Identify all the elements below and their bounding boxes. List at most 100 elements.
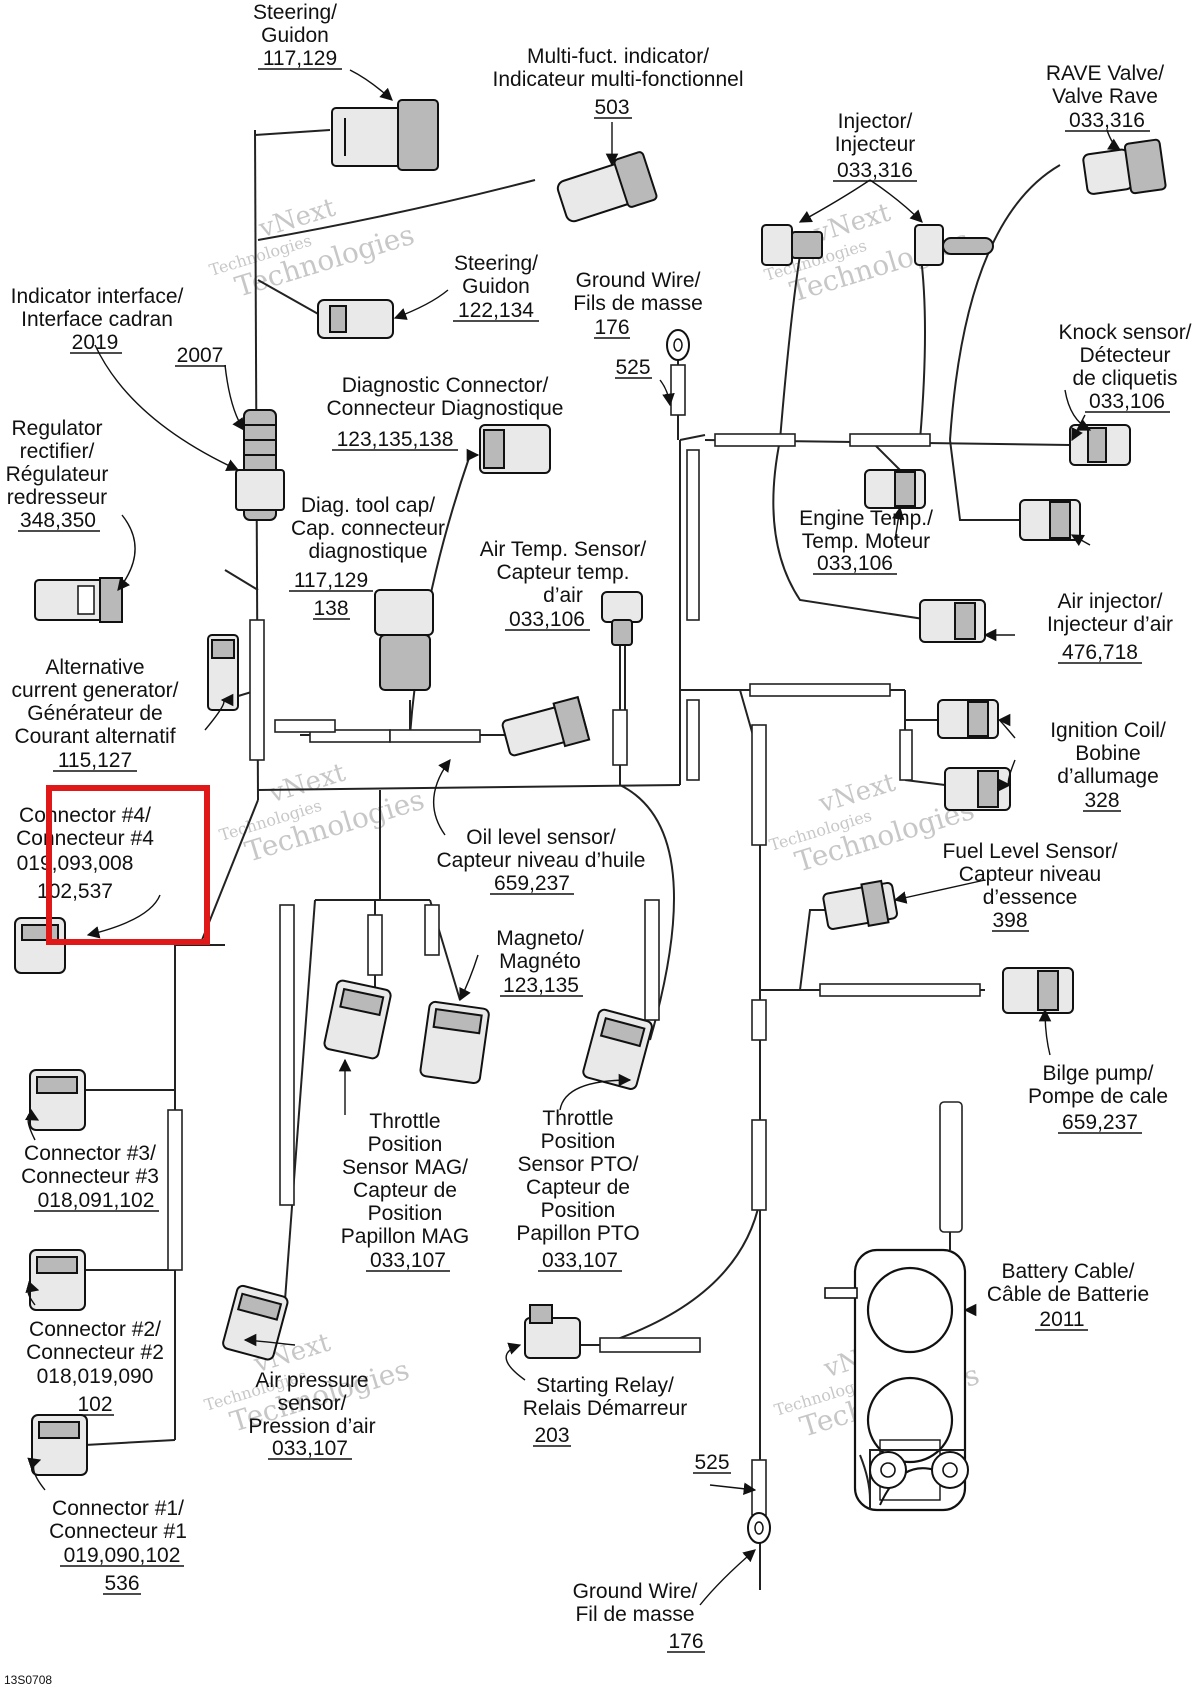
steering-top-line2: Guidon [261, 24, 329, 47]
callout-multi-indicator: Multi-fuct. indicator/ Indicateur multi-… [493, 45, 744, 119]
tps-pto-line3: Sensor PTO/ [518, 1153, 639, 1176]
indicator-interface-line1: Indicator interface/ [11, 285, 184, 308]
air-injector-connector [919, 599, 986, 643]
bilge-pump-connector [1002, 967, 1074, 1014]
steering-top-connector [331, 99, 439, 171]
tps-mag-line3: Sensor MAG/ [342, 1156, 468, 1179]
injector-ref: 033,316 [837, 159, 913, 182]
tps-pto-line6: Papillon PTO [516, 1222, 639, 1245]
callout-indicator-interface: Indicator interface/ Interface cadran 20… [11, 285, 184, 354]
callout-regulator: Regulator rectifier/ Régulateur redresse… [6, 417, 109, 532]
steering-mid-ref: 122,134 [458, 299, 534, 322]
diagnostic-connector-line2: Connecteur Diagnostique [327, 397, 564, 420]
bilge-pump-line2: Pompe de cale [1028, 1085, 1168, 1108]
callout-tps-mag: Throttle Position Sensor MAG/ Capteur de… [341, 1110, 469, 1272]
callout-connector1: Connector #1/ Connecteur #1 019,090,102 … [49, 1497, 187, 1595]
ground-525-bottom-ref: 525 [694, 1451, 729, 1474]
magneto-connector [419, 1000, 490, 1085]
air-temp-line2: Capteur temp. [496, 561, 629, 584]
air-pressure-line1: Air pressure [255, 1369, 368, 1392]
engine-temp-sensor-2 [1019, 499, 1081, 541]
tps-mag-line2: Position [368, 1133, 443, 1156]
callout-tps-pto: Throttle Position Sensor PTO/ Capteur de… [516, 1107, 639, 1272]
tps-pto-line4: Capteur de [526, 1176, 630, 1199]
callout-engine-temp: Engine Temp./ Temp. Moteur 033,106 [799, 507, 933, 575]
connector4-line1: Connector #4/ [19, 804, 151, 827]
diagnostic-connector-line1: Diagnostic Connector/ [342, 374, 549, 397]
tps-mag-line4: Capteur de [353, 1179, 457, 1202]
tps-mag-line1: Throttle [369, 1110, 440, 1133]
steering-top-ref: 117,129 [263, 47, 337, 70]
engine-temp-ref: 033,106 [817, 552, 893, 575]
callout-oil-level: Oil level sensor/ Capteur niveau d’huile… [437, 826, 646, 895]
regulator-line3: Régulateur [6, 463, 109, 486]
callout-starting-relay: Starting Relay/ Relais Démarreur 203 [523, 1374, 688, 1447]
callout-alternator: Alternative current generator/ Générateu… [12, 656, 179, 772]
tps-pto-line2: Position [541, 1130, 616, 1153]
connector4-highlight-box [46, 785, 210, 945]
callout-connector2: Connector #2/ Connecteur #2 018,019,090 … [26, 1318, 164, 1416]
ground-525-top-ref: 525 [615, 356, 650, 379]
ground-wire-top-line1: Ground Wire/ [576, 269, 701, 292]
callout-connector3: Connector #3/ Connecteur #3 018,091,102 [21, 1142, 159, 1212]
callout-knock-sensor: Knock sensor/ Détecteur de cliquetis 033… [1058, 321, 1191, 413]
air-pressure-line2: sensor/ [278, 1392, 347, 1415]
multi-indicator-line2: Indicateur multi-fonctionnel [493, 68, 744, 91]
ground-wire-bottom-terminal [747, 1459, 771, 1544]
air-temp-ref: 033,106 [509, 608, 585, 631]
connector2-line1: Connector #2/ [29, 1318, 161, 1341]
callout-injector: Injector/ Injecteur 033,316 [833, 110, 917, 182]
ground-wire-bottom-line2: Fil de masse [575, 1603, 694, 1626]
regulator-line1: Regulator [11, 417, 102, 440]
alternator-connector [207, 634, 239, 711]
air-injector-line1: Air injector/ [1057, 590, 1162, 613]
wire-sleeves [167, 433, 981, 1353]
starting-relay-ref: 203 [534, 1424, 569, 1447]
diag-tool-cap-ref: 117,129 [294, 569, 368, 592]
injector-line2: Injecteur [835, 133, 916, 156]
tps-mag-connector [323, 979, 392, 1060]
air-pressure-ref: 033,107 [272, 1437, 348, 1460]
engine-temp-connector [864, 469, 926, 509]
oil-level-line2: Capteur niveau d’huile [437, 849, 646, 872]
regulator-line2: rectifier/ [20, 440, 95, 463]
diag-tool-cap-line3: diagnostique [308, 540, 427, 563]
magneto-line2: Magnéto [499, 950, 581, 973]
air-injector-line2: Injecteur d’air [1047, 613, 1173, 636]
tps-mag-ref: 033,107 [370, 1249, 446, 1272]
connector2-ref2: 102 [77, 1393, 112, 1416]
callout-magneto: Magneto/ Magnéto 123,135 [496, 927, 584, 997]
ground-wire-top-line2: Fils de masse [573, 292, 703, 315]
connector-4-part [14, 917, 66, 974]
connector-2-part [29, 1249, 86, 1311]
diag-tool-cap-line1: Diag. tool cap/ [301, 494, 435, 517]
callout-steering-top: Steering/ Guidon 117,129 [253, 1, 342, 70]
bilge-pump-line1: Bilge pump/ [1043, 1062, 1154, 1085]
callout-air-pressure: Air pressure sensor/ Pression d’air 033,… [248, 1369, 375, 1460]
indicator-interface-line2: Interface cadran [21, 308, 173, 331]
oil-level-ref: 659,237 [494, 872, 570, 895]
steering-mid-connector [317, 299, 394, 339]
steering-top-line1: Steering/ [253, 1, 337, 24]
oil-level-connector [501, 695, 591, 757]
callout-diagnostic-connector: Diagnostic Connector/ Connecteur Diagnos… [327, 374, 564, 451]
rave-valve-connector [1082, 138, 1167, 195]
callout-boot-2007: 2007 [175, 344, 226, 367]
connector-3-part [29, 1069, 86, 1131]
starting-relay-connector [524, 1304, 581, 1359]
connector4-line2: Connecteur #4 [16, 827, 154, 850]
battery-cable-ref: 2011 [1039, 1308, 1084, 1331]
magneto-ref: 123,135 [503, 974, 579, 997]
engine-temp-line2: Temp. Moteur [802, 530, 930, 553]
alternator-line3: Générateur de [27, 702, 162, 725]
watermark-4: vNext Technologies Technologies [767, 768, 978, 879]
alternator-line2: current generator/ [12, 679, 179, 702]
oil-level-line1: Oil level sensor/ [466, 826, 616, 849]
ignition-coil-line3: d’allumage [1057, 765, 1159, 788]
knock-sensor-ref: 033,106 [1089, 390, 1165, 413]
fuel-level-line3: d’essence [983, 886, 1078, 909]
connector2-ref: 018,019,090 [37, 1365, 154, 1388]
diag-tool-cap-line2: Cap. connecteur [291, 517, 445, 540]
multi-indicator-line1: Multi-fuct. indicator/ [527, 45, 709, 68]
